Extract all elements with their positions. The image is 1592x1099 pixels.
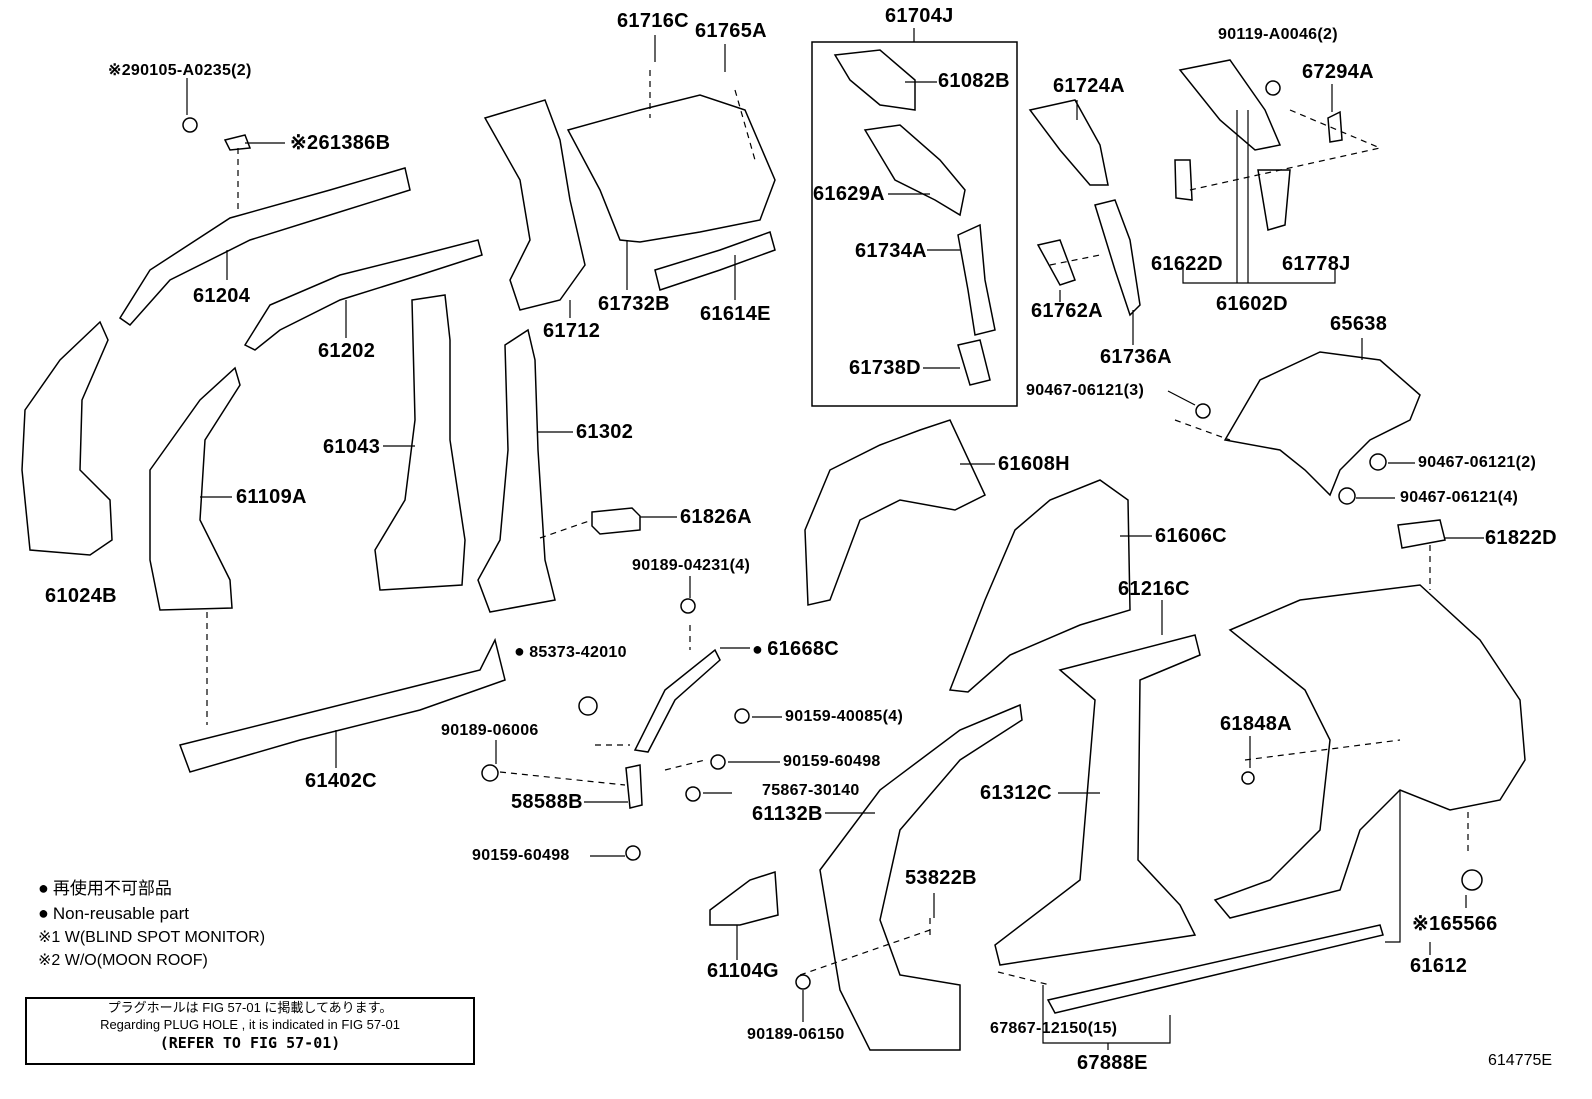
label-61822D[interactable]: 61822D	[1485, 527, 1557, 549]
label-61724A[interactable]: 61724A	[1053, 75, 1125, 97]
part-61402C-shape	[179, 637, 506, 773]
label-61778J[interactable]: 61778J	[1282, 253, 1351, 275]
part-61608H-shape	[804, 419, 986, 606]
reference-box: プラグホールは FIG 57-01 に掲載してあります。 Regarding P…	[25, 997, 475, 1065]
reference-link[interactable]: (REFER TO FIG 57-01)	[159, 1034, 341, 1052]
label-61024B[interactable]: 61024B	[45, 585, 117, 607]
part-61614E-shape	[654, 231, 776, 291]
label-61762A[interactable]: 61762A	[1031, 300, 1103, 322]
part-61204-shape	[118, 167, 411, 326]
label-61302[interactable]: 61302	[576, 421, 634, 443]
part-61104G-shape	[709, 870, 779, 926]
label-90159-60498-a[interactable]: 90159-60498	[783, 753, 881, 770]
legend-jp: 再使用不可部品	[38, 878, 172, 899]
part-61202-shape	[243, 239, 483, 351]
legend-note2: ※2 W/O(MOON ROOF)	[38, 952, 208, 969]
label-90159-40085[interactable]: 90159-40085(4)	[785, 708, 904, 725]
part-61732B-shape	[566, 94, 776, 243]
label-90105-A0235[interactable]: ※290105-A0235(2)	[108, 62, 252, 79]
label-67888E[interactable]: 67888E	[1077, 1052, 1148, 1074]
label-90189-06006[interactable]: 90189-06006	[441, 722, 539, 739]
label-61402C[interactable]: 61402C	[305, 770, 377, 792]
reference-en: Regarding PLUG HOLE , it is indicated in…	[100, 1017, 400, 1032]
label-61082B[interactable]: 61082B	[938, 70, 1010, 92]
label-61614E[interactable]: 61614E	[700, 303, 771, 325]
label-67867-12150[interactable]: 67867-12150(15)	[990, 1020, 1118, 1037]
part-61043-shape	[374, 294, 466, 591]
label-61716C[interactable]: 61716C	[617, 10, 689, 32]
label-90189-06150[interactable]: 90189-06150	[747, 1026, 845, 1043]
label-61826A[interactable]: 61826A	[680, 506, 752, 528]
label-85373-42010[interactable]: 85373-42010	[514, 642, 627, 662]
part-65638-shape	[1223, 351, 1421, 497]
label-61622D[interactable]: 61622D	[1151, 253, 1223, 275]
part-61606C-shape	[948, 479, 1131, 693]
label-61216C[interactable]: 61216C	[1118, 578, 1190, 600]
label-61202[interactable]: 61202	[318, 340, 376, 362]
reference-jp: プラグホールは FIG 57-01 に掲載してあります。	[107, 1000, 393, 1015]
part-61302-shape	[477, 328, 556, 613]
label-90189-04231[interactable]: 90189-04231(4)	[632, 557, 751, 574]
label-61132B[interactable]: 61132B	[752, 803, 823, 825]
label-65638[interactable]: 65638	[1330, 313, 1388, 335]
label-61204[interactable]: 61204	[193, 285, 251, 307]
diagram-id: 614775E	[1488, 1052, 1553, 1069]
label-61732B[interactable]: 61732B	[598, 293, 670, 315]
label-61104G[interactable]: 61104G	[707, 960, 779, 982]
label-61668C[interactable]: 61668C	[752, 638, 839, 660]
label-61043[interactable]: 61043	[323, 436, 381, 458]
label-61312C[interactable]: 61312C	[980, 782, 1052, 804]
part-61109A-shape	[149, 366, 241, 611]
label-61608H[interactable]: 61608H	[998, 453, 1070, 475]
label-61738D[interactable]: 61738D	[849, 357, 921, 379]
label-61606C[interactable]: 61606C	[1155, 525, 1227, 547]
label-61712[interactable]: 61712	[543, 320, 601, 342]
label-90467-06121-3[interactable]: 90467-06121(3)	[1026, 382, 1145, 399]
label-61612[interactable]: 61612	[1410, 955, 1468, 977]
label-61736A[interactable]: 61736A	[1100, 346, 1172, 368]
label-53822B[interactable]: 53822B	[905, 867, 977, 889]
label-75867-30140[interactable]: 75867-30140	[762, 782, 860, 799]
label-61629A[interactable]: 61629A	[813, 183, 885, 205]
label-61765A[interactable]: 61765A	[695, 20, 767, 42]
label-61109A[interactable]: 61109A	[236, 486, 307, 508]
label-61602D[interactable]: 61602D	[1216, 293, 1288, 315]
part-61712-shape	[483, 99, 586, 311]
part-61612-shape	[1213, 584, 1526, 919]
label-61848A[interactable]: 61848A	[1220, 713, 1292, 735]
label-61734A[interactable]: 61734A	[855, 240, 927, 262]
part-61132B-shape	[819, 703, 1023, 1051]
label-90467-06121-2[interactable]: 90467-06121(2)	[1418, 454, 1537, 471]
label-65566[interactable]: ※165566	[1412, 913, 1498, 935]
legend-en: Non-reusable part	[38, 903, 189, 924]
label-90119-A0046[interactable]: 90119-A0046(2)	[1218, 26, 1338, 43]
label-90159-60498-b[interactable]: 90159-60498	[472, 847, 570, 864]
part-61024B-shape	[21, 320, 113, 556]
label-67294A[interactable]: 67294A	[1302, 61, 1374, 83]
label-58588B[interactable]: 58588B	[511, 791, 583, 813]
label-61386B[interactable]: ※261386B	[290, 132, 391, 154]
part-61312C-shape	[994, 634, 1201, 966]
label-90467-06121-4[interactable]: 90467-06121(4)	[1400, 489, 1519, 506]
label-61704J[interactable]: 61704J	[885, 5, 954, 27]
legend-note1: ※1 W(BLIND SPOT MONITOR)	[38, 929, 266, 946]
